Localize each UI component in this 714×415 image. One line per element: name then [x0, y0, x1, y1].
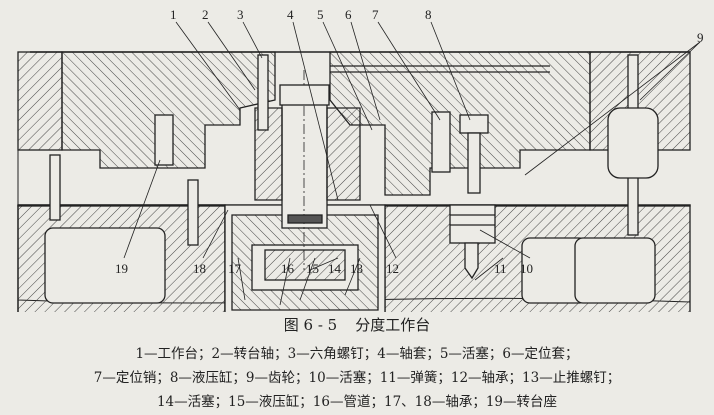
- part-label-8: 8: [425, 7, 432, 22]
- part-label-5: 5: [317, 7, 324, 22]
- part-label-18: 18: [193, 261, 206, 276]
- part-label-14: 14: [328, 261, 342, 276]
- figure-number: 图 6 - 5: [283, 316, 338, 334]
- legend-line-2: 7—定位销；8—液压缸；9—齿轮；10—活塞；11—弹簧；12—轴承；13—止推…: [93, 370, 621, 386]
- legend-line-1: 1—工作台；2—转台轴；3—六角螺钉；4—轴套；5—活塞；6—定位套；: [135, 346, 579, 362]
- part-label-2: 2: [202, 7, 209, 22]
- legend-line-3: 14—活塞；15—液压缸；16—管道；17、18—轴承；19—转台座: [156, 394, 558, 410]
- bolt: [49, 154, 61, 221]
- figure-caption: 图 6 - 5 分度工作台: [0, 314, 714, 335]
- cavity-left: [44, 227, 166, 304]
- hex-bolt-3: [257, 54, 269, 131]
- gear: [607, 107, 659, 179]
- part-label-9: 9: [697, 30, 704, 45]
- part-label-16: 16: [281, 261, 295, 276]
- part-label-1: 1: [170, 7, 177, 22]
- bolt: [187, 179, 199, 246]
- part-label-17: 17: [228, 261, 242, 276]
- hydraulic-cylinder: [459, 114, 489, 134]
- figure-title: 分度工作台: [355, 316, 431, 334]
- part-label-12: 12: [386, 261, 399, 276]
- worktable: [61, 51, 276, 169]
- part-label-7: 7: [372, 7, 379, 22]
- part-label-3: 3: [237, 7, 244, 22]
- part-label-19: 19: [115, 261, 128, 276]
- locating-pin-right: [431, 111, 451, 173]
- part-label-15: 15: [306, 261, 319, 276]
- index-table-cross-section-drawing: 1 2 3 4 5 6 7 8 9 10 11 12 13 14 15 16 1…: [17, 7, 704, 312]
- cavity-right-2: [574, 237, 656, 304]
- part-label-11: 11: [494, 261, 507, 276]
- locating-pin-left: [154, 114, 174, 166]
- part-label-10: 10: [520, 261, 533, 276]
- part-label-6: 6: [345, 7, 352, 22]
- turntable-shaft: [281, 87, 328, 229]
- part-label-13: 13: [350, 261, 363, 276]
- part-label-4: 4: [287, 7, 294, 22]
